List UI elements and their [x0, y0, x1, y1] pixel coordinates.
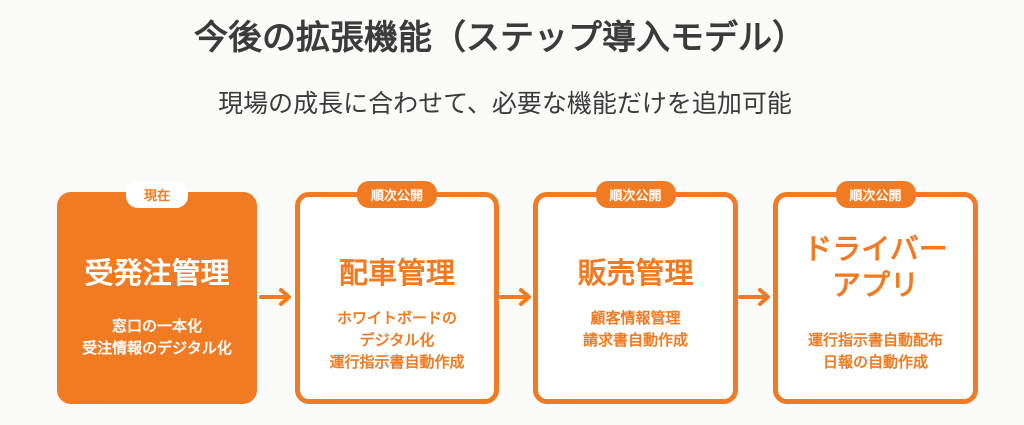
step-desc: 日報の自動作成 — [822, 353, 928, 371]
step-desc: 請求書自動作成 — [582, 331, 688, 349]
step-card-driver-app: 順次公開 ドライバーアプリ 運行指示書自動配布日報の自動作成 — [773, 181, 978, 404]
page-subtitle: 現場の成長に合わせて、必要な機能だけを追加可能 — [218, 89, 792, 118]
step-name: 配車管理 — [338, 256, 455, 290]
step-desc: デジタル化 — [359, 331, 435, 349]
step-card-order-management: 現在 受発注管理 窓口の一本化受注情報のデジタル化 — [57, 181, 257, 404]
step-desc: 顧客情報管理 — [590, 309, 681, 327]
page-title: 今後の拡張機能（ステップ導入モデル） — [194, 18, 806, 58]
step-name: 販売管理 — [577, 256, 694, 290]
step-desc: ホワイトボードの — [336, 309, 457, 327]
arrow-right-icon — [259, 288, 291, 306]
arrow-right-icon — [738, 288, 770, 306]
status-badge: 現在 — [125, 181, 189, 208]
step-desc: 運行指示書自動作成 — [329, 353, 465, 371]
step-name: 受発注管理 — [84, 256, 230, 290]
step-card-sales-management: 順次公開 販売管理 顧客情報管理請求書自動作成 — [533, 181, 738, 404]
arrow-right-icon — [499, 288, 531, 306]
status-badge: 順次公開 — [835, 181, 916, 208]
step-name: ドライバー — [803, 232, 948, 266]
step-name: アプリ — [831, 268, 919, 302]
status-badge: 順次公開 — [356, 181, 438, 208]
step-desc: 運行指示書自動配布 — [807, 331, 943, 349]
step-desc: 受注情報のデジタル化 — [82, 339, 232, 357]
step-card-dispatch-management: 順次公開 配車管理 ホワイトボードのデジタル化運行指示書自動作成 — [295, 181, 499, 404]
step-desc: 窓口の一本化 — [111, 317, 202, 335]
status-badge: 順次公開 — [595, 181, 676, 208]
